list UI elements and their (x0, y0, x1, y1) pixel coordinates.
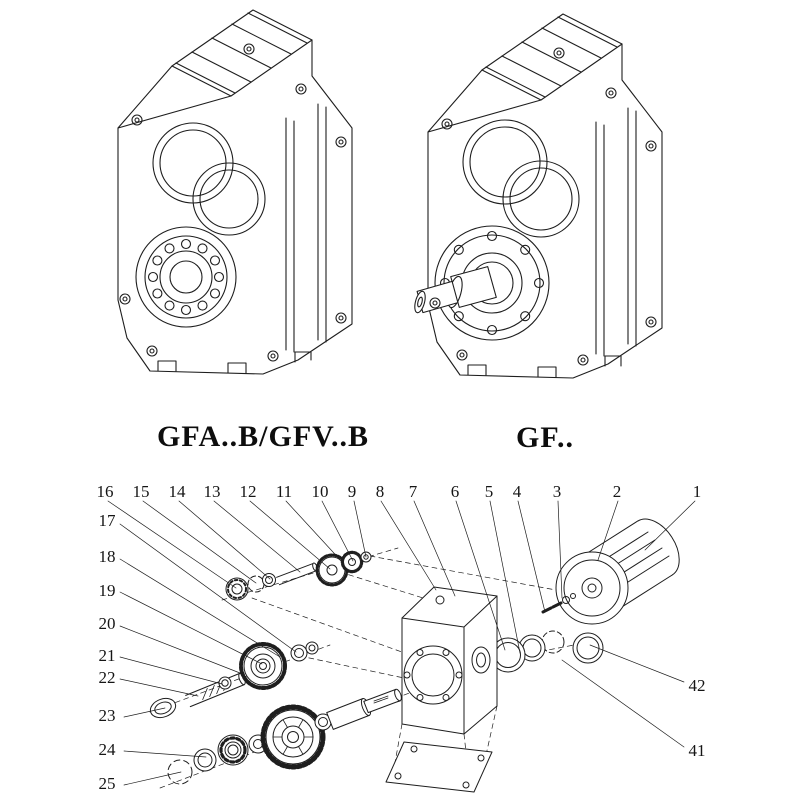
callout-8: 8 (375, 482, 385, 501)
callout-19: 19 (98, 581, 116, 600)
callout-11: 11 (275, 482, 293, 501)
model-label-gf: GF.. (516, 421, 574, 454)
output-shaft-gf (414, 266, 497, 314)
callout-14: 14 (168, 482, 186, 501)
callout-9: 9 (347, 482, 357, 501)
callout-16: 16 (96, 482, 114, 501)
callout-15: 15 (132, 482, 150, 501)
shim-rings (490, 593, 604, 673)
callout-21: 21 (98, 646, 116, 665)
gear-housing (401, 586, 498, 735)
callout-3: 3 (552, 482, 562, 501)
input-bores (152, 122, 266, 236)
intermediate-gear-assembly (149, 641, 331, 719)
callout-13: 13 (203, 482, 221, 501)
leader-lines (107, 500, 696, 786)
exploded-view (107, 500, 696, 793)
gearbox-drawing-gf (414, 13, 663, 379)
motor (555, 518, 680, 625)
callout-6: 6 (450, 482, 460, 501)
input-shaft-assembly (221, 547, 399, 601)
model-label-gfab: GFA..B/GFV..B (157, 420, 369, 453)
callout-24: 24 (98, 740, 116, 759)
gasket-plate (385, 705, 498, 793)
callout-41: 41 (688, 741, 706, 760)
callout-2: 2 (612, 482, 622, 501)
callout-23: 23 (98, 706, 116, 725)
callout-42: 42 (688, 676, 706, 695)
callout-4: 4 (512, 482, 522, 501)
corner-screws-left (119, 43, 347, 362)
callout-25: 25 (98, 774, 116, 793)
callout-20: 20 (98, 614, 116, 633)
callout-18: 18 (98, 547, 116, 566)
callout-1: 1 (692, 482, 702, 501)
callout-7: 7 (408, 482, 418, 501)
callout-5: 5 (484, 482, 494, 501)
corner-screws-right (429, 47, 657, 366)
output-shaft-assembly (159, 688, 413, 789)
callout-22: 22 (98, 668, 116, 687)
callout-12: 12 (239, 482, 257, 501)
output-bearing (135, 226, 237, 328)
gearbox-drawing-gfab (117, 9, 353, 375)
callout-10: 10 (311, 482, 329, 501)
callout-17: 17 (98, 511, 116, 530)
input-bores-gf (462, 119, 580, 238)
